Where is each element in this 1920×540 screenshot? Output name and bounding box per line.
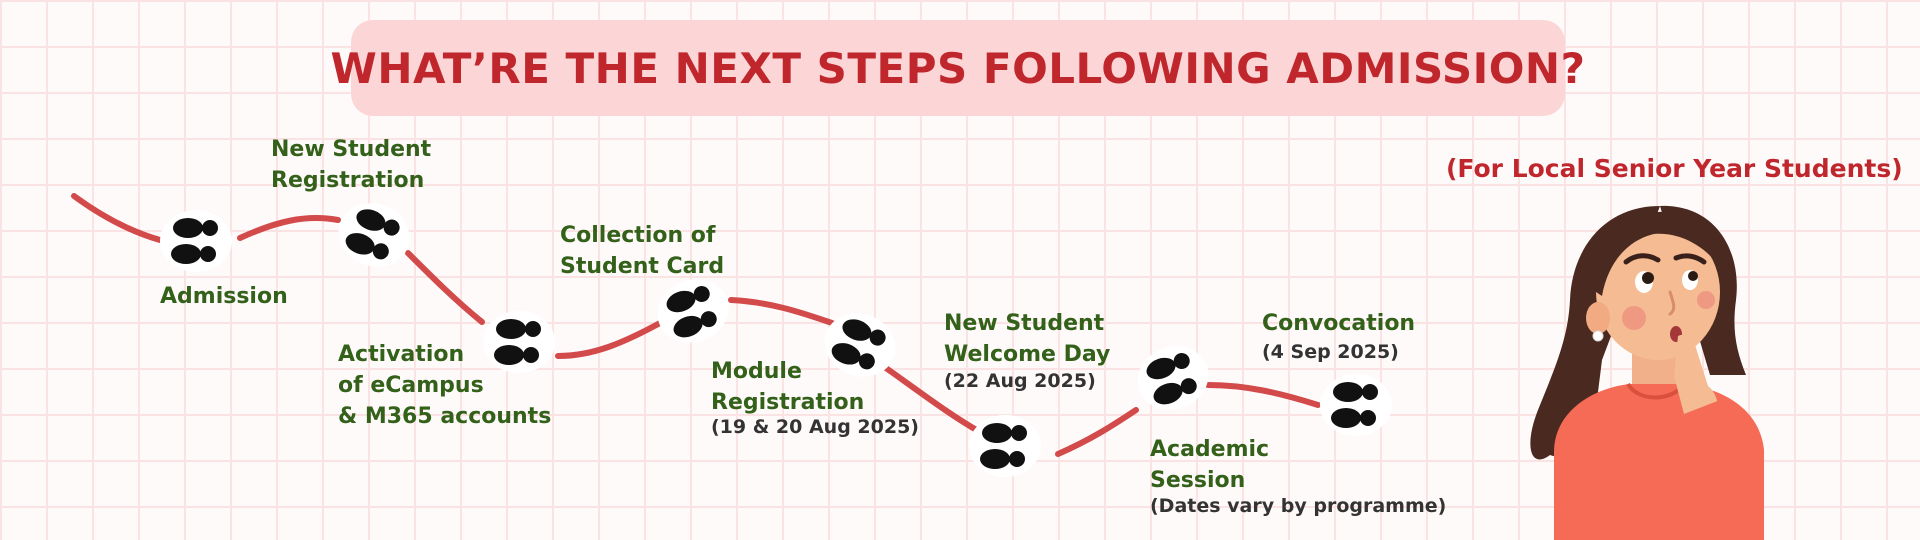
shoe-print [869,329,886,346]
footprints-icon [1320,374,1392,436]
shoe-print [173,218,203,238]
shoe-print [1011,425,1027,441]
shoe-print [980,449,1010,469]
page-subtitle: (For Local Senior Year Students) [1446,154,1903,183]
footprint-halo [1320,374,1392,436]
step-label-academic-session: Academic Session [1150,434,1269,496]
shoe-print [383,219,400,236]
footprints-icon [824,313,896,377]
shoe-print [673,315,703,338]
shoe-print [831,343,861,365]
step-label-line: New Student [271,137,432,162]
eyebrow [1623,253,1661,265]
path-segment [555,320,663,359]
path-segment [1205,382,1321,408]
shoe-print [1360,410,1376,426]
shoe-print [842,319,872,341]
step-date-welcome-day: (22 Aug 2025) [944,370,1096,392]
shoe-print [1180,378,1197,395]
shoe-print [496,319,526,339]
shoe-print [1333,382,1363,402]
shoe-print [1146,357,1176,380]
shoe-print [356,209,386,231]
footprints-icon [1137,346,1209,410]
step-label-module-registration: Module Registration [711,356,864,418]
title-banner: WHAT’RE THE NEXT STEPS FOLLOWING ADMISSI… [331,20,1585,116]
hand [1674,334,1719,428]
shoe-print [693,285,710,302]
pupil [1642,272,1654,284]
step-label-line: & M365 accounts [338,404,552,429]
step-label-line: Admission [160,284,288,309]
shoe-print [1153,382,1183,405]
step-date-convocation: (4 Sep 2025) [1262,341,1399,363]
footprints-icon [657,279,729,343]
shoe-print [202,220,218,236]
footprints-icon [160,210,232,272]
pupil [1688,271,1698,281]
shoe-print [171,244,201,264]
shoe-print [523,347,539,363]
path-segment [405,250,485,325]
step-label-line: New Student [944,311,1105,336]
step-label-activation: Activation of eCampus & M365 accounts [338,339,551,432]
eyebrow [1673,253,1707,265]
shoe-print [494,345,524,365]
step-date-academic-session: (Dates vary by programme) [1150,495,1447,517]
footprints-icon [338,203,410,267]
shoe-print [525,321,541,337]
shoe-print [1362,384,1378,400]
step-label-admission: Admission [160,281,288,312]
shoe-print [700,311,717,328]
step-label-line: of eCampus [338,373,484,398]
earring [1592,330,1604,342]
nose [1668,290,1676,316]
step-label-line: Module [711,359,802,384]
sleeve [1684,400,1747,447]
hair-fringe [1595,211,1723,296]
path-segment [71,193,163,243]
step-label-convocation: Convocation [1262,308,1415,339]
path-segment [1055,407,1139,457]
page-title: WHAT’RE THE NEXT STEPS FOLLOWING ADMISSI… [330,43,1586,93]
path-segment [883,365,983,435]
footprint-halo [160,210,232,272]
step-label-line: Registration [711,390,865,415]
shoe-print [200,246,216,262]
step-label-line: Student Card [560,254,725,279]
step-date-module-registration: (19 & 20 Aug 2025) [711,416,919,438]
path-segment [728,297,835,326]
footprints-icon [969,415,1041,477]
step-label-line: Session [1150,468,1246,493]
ear [1586,302,1610,334]
blush [1697,291,1715,309]
footprint-halo [969,415,1041,477]
step-label-line: Welcome Day [944,342,1111,367]
shoe-print [1173,352,1190,369]
step-label-line: Academic [1150,437,1270,462]
blush [1622,306,1646,330]
shoe-print [666,290,696,313]
step-label-line: Registration [271,168,425,193]
shoe-print [372,243,389,260]
footprints-icon [483,311,555,373]
step-label-line: Convocation [1262,311,1416,336]
thinking-woman-illustration [1530,205,1764,540]
shoe-print [1331,408,1361,428]
step-label-new-student-registration: New Student Registration [271,134,431,196]
shoe-print [1009,451,1025,467]
step-label-line: Collection of [560,223,716,248]
shoe-print [345,233,375,255]
path-segment [237,215,341,241]
shoe-print [982,423,1012,443]
step-label-welcome-day: New Student Welcome Day [944,308,1110,370]
step-label-student-card: Collection of Student Card [560,220,724,282]
step-label-line: Activation [338,342,465,367]
shoe-print [858,353,875,370]
